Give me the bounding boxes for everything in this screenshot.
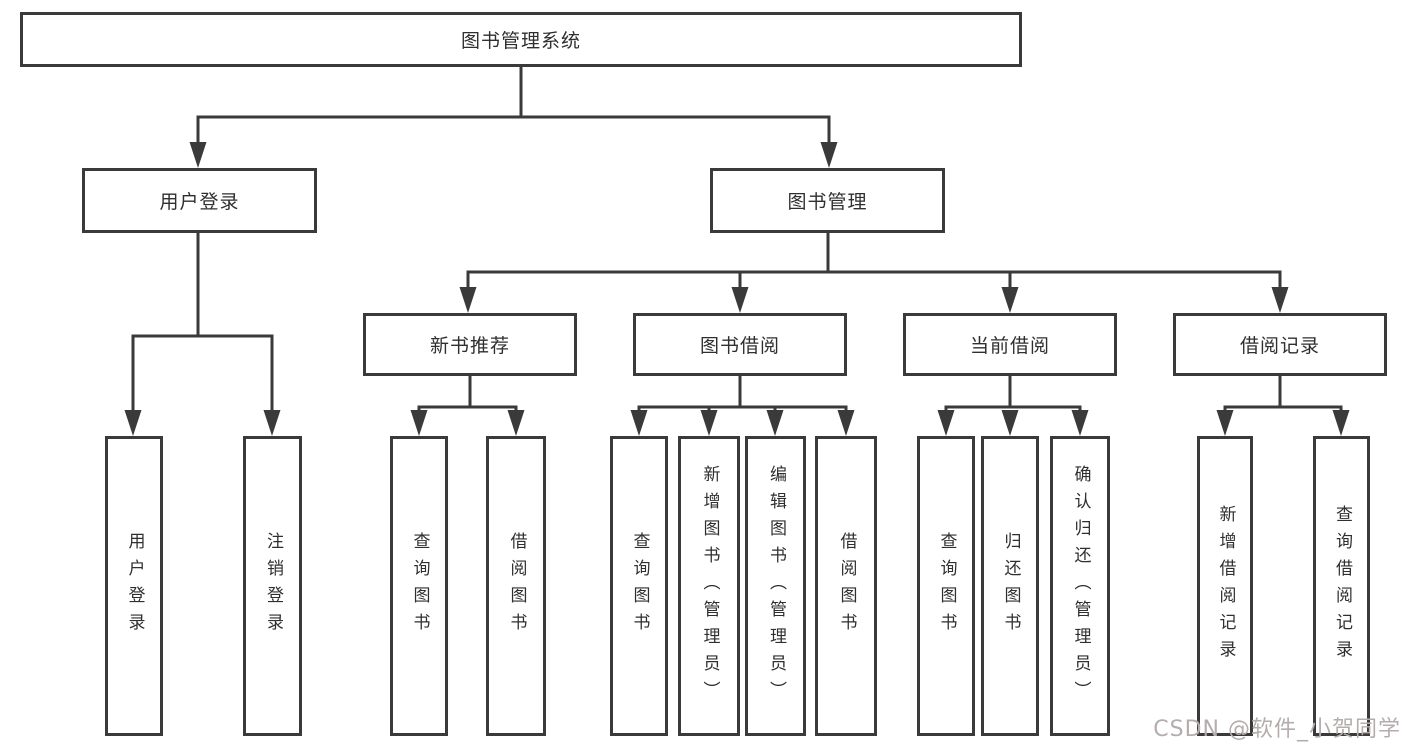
- node-label: 图书管理系统: [460, 30, 581, 52]
- node-label: 查询借阅记录: [1332, 505, 1352, 667]
- node-label: 查询图书: [936, 532, 957, 640]
- node-label: 当前借阅: [969, 335, 1050, 357]
- node-library-management-system: 图书管理系统: [20, 12, 1022, 67]
- node-book-management: 图书管理: [710, 168, 945, 233]
- leaf-query-borrow-record: 查询借阅记录: [1313, 436, 1370, 736]
- node-label: 确认归还（管理员）: [1070, 464, 1091, 708]
- leaf-add-books-admin: 新增图书（管理员）: [678, 436, 740, 736]
- node-label: 图书借阅: [699, 335, 780, 357]
- leaf-query-books: 查询图书: [610, 436, 668, 736]
- node-book-borrowing: 图书借阅: [633, 313, 847, 376]
- node-label: 借阅图书: [836, 532, 857, 640]
- node-label: 新书推荐: [429, 335, 510, 357]
- node-label: 借阅记录: [1239, 335, 1320, 357]
- node-label: 用户登录: [159, 191, 240, 213]
- node-label: 借阅图书: [506, 532, 527, 640]
- node-label: 用户登录: [124, 532, 145, 640]
- leaf-query-books: 查询图书: [390, 436, 448, 736]
- leaf-borrow-books: 借阅图书: [815, 436, 877, 736]
- node-label: 查询图书: [629, 532, 650, 640]
- node-user-login: 用户登录: [82, 168, 317, 233]
- node-label: 归还图书: [1000, 532, 1021, 640]
- node-current-borrowing: 当前借阅: [903, 313, 1117, 376]
- leaf-user-login: 用户登录: [105, 436, 163, 736]
- leaf-logout: 注销登录: [243, 436, 302, 736]
- node-label: 新增借阅记录: [1215, 505, 1236, 667]
- leaf-edit-books-admin: 编辑图书（管理员）: [745, 436, 806, 736]
- leaf-borrow-books: 借阅图书: [486, 436, 546, 736]
- leaf-query-books: 查询图书: [917, 436, 975, 736]
- node-label: 图书管理: [787, 191, 868, 213]
- leaf-return-books: 归还图书: [981, 436, 1039, 736]
- node-label: 注销登录: [263, 532, 283, 640]
- node-label: 编辑图书（管理员）: [766, 464, 786, 708]
- csdn-watermark: CSDN @软件_小贺同学: [1153, 717, 1401, 742]
- leaf-add-borrow-record: 新增借阅记录: [1197, 436, 1253, 736]
- node-label: 查询图书: [409, 532, 430, 640]
- leaf-confirm-return-admin: 确认归还（管理员）: [1050, 436, 1110, 736]
- node-borrowing-records: 借阅记录: [1173, 313, 1387, 376]
- node-new-book-recommendation: 新书推荐: [363, 313, 577, 376]
- node-label: 新增图书（管理员）: [699, 464, 720, 708]
